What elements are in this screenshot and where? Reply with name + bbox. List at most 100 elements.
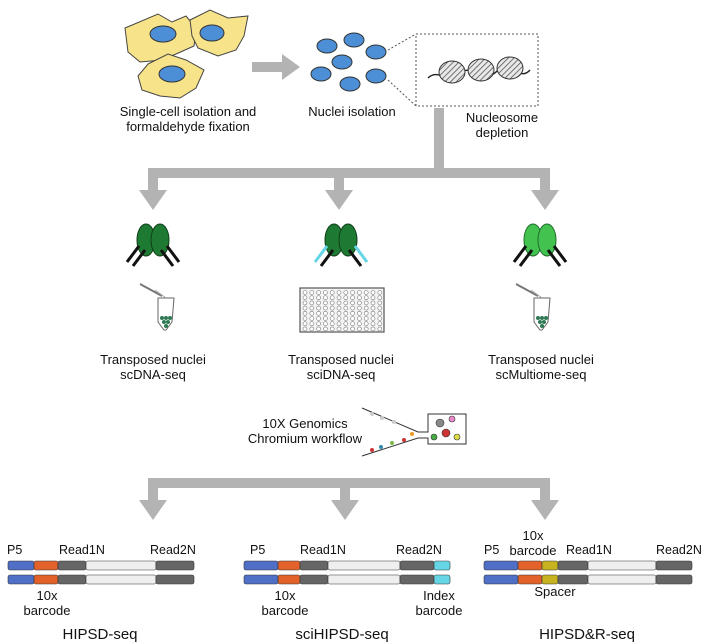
- insert-segment: [327, 574, 401, 585]
- p5-segment: [483, 574, 519, 585]
- branch-arrows-top: [139, 108, 559, 210]
- p5-segment: [243, 560, 279, 571]
- barcode-segment: [517, 574, 543, 585]
- read2-segment: [399, 560, 435, 571]
- read2-segment: [155, 574, 195, 585]
- well: [363, 321, 369, 327]
- well: [336, 305, 342, 311]
- barcode-segment: [33, 574, 59, 585]
- well: [350, 295, 355, 301]
- well: [370, 300, 376, 306]
- well: [309, 326, 315, 332]
- index-segment: [433, 560, 451, 571]
- well: [316, 300, 321, 306]
- p5-label: P5: [484, 543, 500, 557]
- p5-segment: [483, 560, 519, 571]
- well: [357, 316, 362, 321]
- well: [350, 316, 355, 321]
- well: [309, 310, 315, 316]
- well: [309, 305, 315, 311]
- read2-segment: [399, 574, 435, 585]
- barcode-segment: [33, 560, 59, 571]
- well: [323, 305, 328, 311]
- well: [343, 300, 349, 306]
- read1-segment: [557, 560, 589, 571]
- well: [336, 295, 342, 301]
- well: [357, 326, 362, 332]
- chromium-chip-icon: [361, 407, 467, 457]
- spacer-segment: [541, 574, 559, 585]
- read1-segment: [299, 574, 329, 585]
- well: [323, 326, 328, 332]
- well: [377, 300, 383, 306]
- well: [350, 290, 355, 295]
- well: [323, 300, 328, 306]
- well: [357, 321, 362, 327]
- well: [329, 290, 335, 295]
- well: [363, 290, 369, 295]
- well: [329, 305, 335, 311]
- well: [363, 295, 369, 301]
- p5-segment: [7, 560, 35, 571]
- spacer-label: Spacer: [534, 584, 576, 599]
- well: [377, 310, 383, 316]
- well: [343, 305, 349, 311]
- library-scihipsd: [243, 560, 451, 585]
- read2-label: Read2N: [150, 543, 196, 557]
- well: [336, 316, 342, 321]
- well: [343, 326, 349, 332]
- tube-icon: [515, 283, 551, 331]
- insert-segment: [587, 574, 657, 585]
- well: [363, 310, 369, 316]
- well: [316, 290, 321, 295]
- well: [302, 295, 308, 301]
- well: [357, 310, 362, 316]
- read2-segment: [155, 560, 195, 571]
- well: [323, 310, 328, 316]
- well-plate-icon: [299, 287, 385, 333]
- spacer-segment: [541, 560, 559, 571]
- nucleosome-zoom: [387, 33, 539, 107]
- well: [323, 316, 328, 321]
- arrow-cells-to-nuclei: [252, 54, 300, 80]
- read1-segment: [57, 574, 87, 585]
- barcode-segment: [517, 560, 543, 571]
- insert-segment: [327, 560, 401, 571]
- well: [370, 305, 376, 311]
- well: [336, 310, 342, 316]
- well: [302, 316, 308, 321]
- well: [309, 290, 315, 295]
- well: [309, 321, 315, 327]
- well: [302, 310, 308, 316]
- well: [329, 326, 335, 332]
- well: [363, 300, 369, 306]
- well: [309, 300, 315, 306]
- well: [336, 300, 342, 306]
- well: [302, 290, 308, 295]
- well: [336, 321, 342, 327]
- read1-segment: [299, 560, 329, 571]
- well: [343, 295, 349, 301]
- insert-segment: [587, 560, 657, 571]
- read2-segment: [655, 560, 693, 571]
- p5-segment: [243, 574, 279, 585]
- barcode-segment: [277, 574, 301, 585]
- well: [329, 310, 335, 316]
- read2-label: Read2N: [656, 543, 702, 557]
- well: [343, 290, 349, 295]
- well: [302, 326, 308, 332]
- well: [377, 305, 383, 311]
- transposase-scidna: [313, 223, 369, 267]
- well: [302, 300, 308, 306]
- transposase-scmultiome: [512, 223, 568, 267]
- well: [323, 321, 328, 327]
- well: [377, 321, 383, 327]
- well: [370, 321, 376, 327]
- branch-arrows-bottom: [139, 478, 559, 520]
